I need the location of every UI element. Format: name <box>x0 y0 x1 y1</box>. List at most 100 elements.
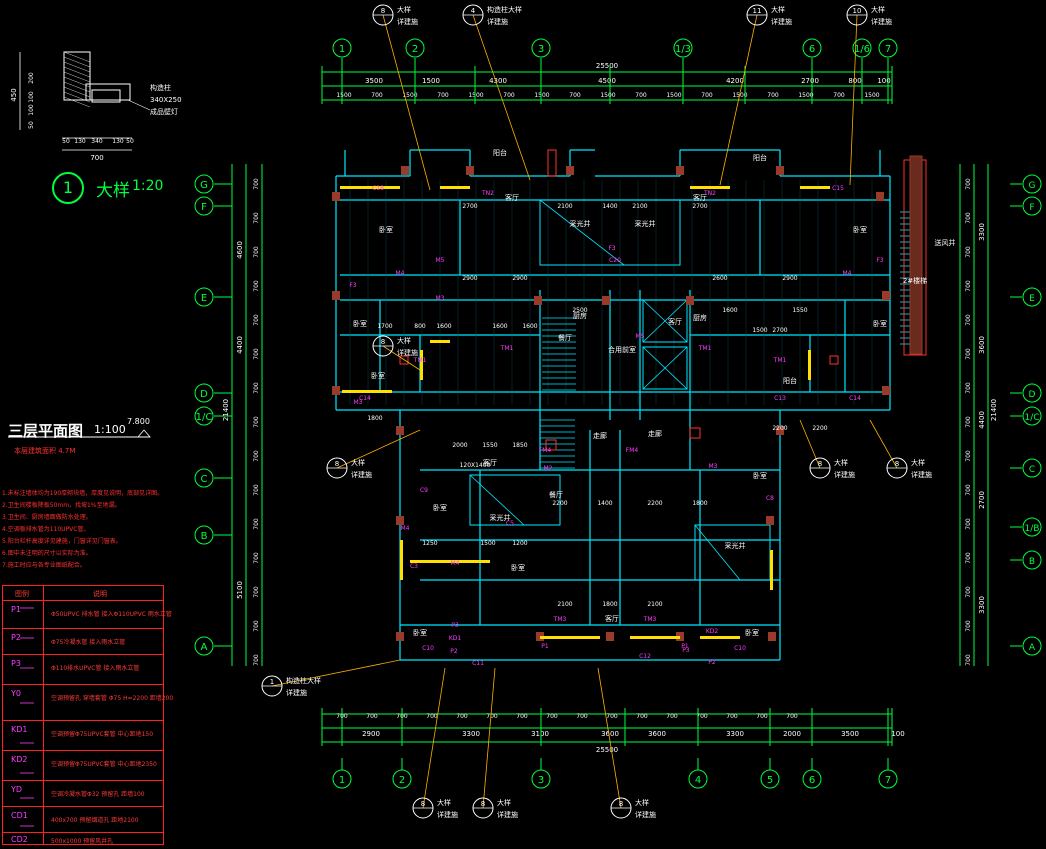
grid-label-right: A <box>1029 643 1036 653</box>
detail-lamp-outline <box>85 83 131 101</box>
dim-bottom-fine: 700 <box>456 713 468 720</box>
dim-left-fine: 700 <box>253 314 260 326</box>
detail-dim-w: 50 <box>126 138 134 145</box>
detail-hatch <box>63 71 91 83</box>
dim-right-fine: 700 <box>965 314 972 326</box>
grid-label-bottom: 7 <box>885 775 891 786</box>
inner-dim: 2100 <box>557 203 572 210</box>
inner-dim: 2500 <box>572 307 587 314</box>
legend-desc: 空调预留孔 穿墙套管 Φ75 H=2200 距墙200 <box>51 695 174 702</box>
callout-top-1-title: 大样 <box>397 5 411 14</box>
grid-label-bottom: 1 <box>339 775 345 786</box>
pipe-tag: FM4 <box>539 447 552 454</box>
dim-top-fine: 1500 <box>534 92 549 99</box>
inner-dim: 2700 <box>772 327 787 334</box>
plan-scale: 1:100 <box>94 423 126 436</box>
note-line: 6.图中未注明的尺寸以实际为准。 <box>2 550 92 557</box>
room-label-stair2: 2#楼梯 <box>903 276 927 285</box>
detail-col-size: 340X250 <box>150 96 182 104</box>
room-label-balcony: 阳台 <box>753 153 767 162</box>
dim-bottom-fine: 700 <box>426 713 438 720</box>
legend-symbol: P2 <box>11 633 21 642</box>
column-block <box>466 166 474 175</box>
detail-hatch <box>63 96 91 108</box>
legend-row: P3 Φ110排水UPVC管 接入雨水立管 <box>3 654 163 685</box>
pipe-tag: P1 <box>681 643 689 650</box>
pipe-tag: P2 <box>708 659 716 666</box>
callout-right-1-title: 大样 <box>834 458 848 467</box>
dim-left-fine: 700 <box>253 450 260 462</box>
room-label-dining: 餐厅 <box>558 333 572 342</box>
legend-desc: 500x1000 预留风井孔 <box>51 838 114 845</box>
grid-bubble-bottom <box>688 769 708 789</box>
dim-right-fine: 700 <box>965 416 972 428</box>
callout-bottom-4-ref: 详建施 <box>635 810 656 819</box>
pipe-tag: C14 <box>359 395 371 402</box>
legend-row: Y0 空调预留孔 穿墙套管 Φ75 H=2200 距墙200 <box>3 684 173 721</box>
grid-bubble-left <box>194 174 214 194</box>
inner-dim: 2700 <box>692 203 707 210</box>
pipe-tag: TM3 <box>553 616 567 623</box>
grid-bubble-bottom <box>878 769 898 789</box>
pipe-tag: M4 <box>843 270 852 277</box>
pipe-tag: F3 <box>876 257 883 264</box>
dim-top-fine: 700 <box>701 92 713 99</box>
pipe-tag: F3 <box>349 282 356 289</box>
detail-dim-total: 700 <box>90 154 103 162</box>
plan-name: 三层平面图 <box>8 422 84 440</box>
dim-top-mid: 1500 <box>422 77 440 85</box>
column-block <box>396 632 404 641</box>
inner-dim: 1600 <box>492 323 507 330</box>
room-label-bedroom: 卧室 <box>511 563 525 572</box>
pipe-tag: TM1 <box>500 345 514 352</box>
dim-left-fine: 700 <box>253 620 260 632</box>
column-block <box>566 166 574 175</box>
inner-dim: 2100 <box>647 601 662 608</box>
grid-bubble-right <box>1022 287 1042 307</box>
legend-symbol: KD1 <box>11 725 28 734</box>
grid-label-left: G <box>200 180 208 191</box>
dim-left-fine: 700 <box>253 586 260 598</box>
dim-left-mid: 4400 <box>236 336 244 354</box>
grid-bubble-left <box>194 406 214 426</box>
callout-left-1-title: 大样 <box>397 336 411 345</box>
column-block <box>766 516 774 525</box>
detail-scale: 1:20 <box>132 178 164 194</box>
callout-bottom-3-number: 8 <box>481 800 485 808</box>
note-line: 4.空调板排水管为110UPVC管。 <box>2 526 90 533</box>
grid-bubble-top <box>405 38 425 58</box>
dim-left-fine: 700 <box>253 212 260 224</box>
elevator-cross <box>642 299 688 343</box>
dim-bottom-fine: 700 <box>696 713 708 720</box>
callout-bottom-2-title: 大样 <box>437 798 451 807</box>
callout-leader <box>849 14 858 186</box>
dim-bottom-fine: 700 <box>756 713 768 720</box>
window-marker <box>700 636 740 639</box>
pipe-tag: C5 <box>506 520 514 527</box>
pipe-tag: C12 <box>639 653 651 660</box>
plan-title: 三层平面图 1:100 7.800 本层建筑面积 4.7M <box>8 417 150 455</box>
inner-dim: 2200 <box>552 500 567 507</box>
grid-bubble-top <box>531 38 551 58</box>
dim-bottom-mid: 3300 <box>462 730 480 738</box>
legend-head-desc: 说明 <box>93 590 107 598</box>
room-label-bedroom: 卧室 <box>413 628 427 637</box>
window-marker <box>420 350 423 380</box>
legend-head-symbol: 图例 <box>15 590 29 598</box>
inner-dim: 1550 <box>792 307 807 314</box>
dim-right-mid: 3300 <box>978 596 986 614</box>
dim-bottom-mid: 3500 <box>841 730 859 738</box>
dim-left-fine: 700 <box>253 484 260 496</box>
pipe-tag: P3 <box>682 647 690 654</box>
inner-dim: 2900 <box>512 275 527 282</box>
pipe-tag: C8 <box>766 495 774 502</box>
window-marker <box>410 560 450 563</box>
callout-bottom-1-ref: 详建施 <box>286 688 307 697</box>
dim-top-fine: 1500 <box>468 92 483 99</box>
grid-bubble-top <box>852 38 872 58</box>
grid-label-right: D <box>1029 390 1036 400</box>
window-marker <box>450 560 490 563</box>
dim-right-total: 21400 <box>990 399 998 421</box>
detail-number: 1 <box>52 172 84 204</box>
